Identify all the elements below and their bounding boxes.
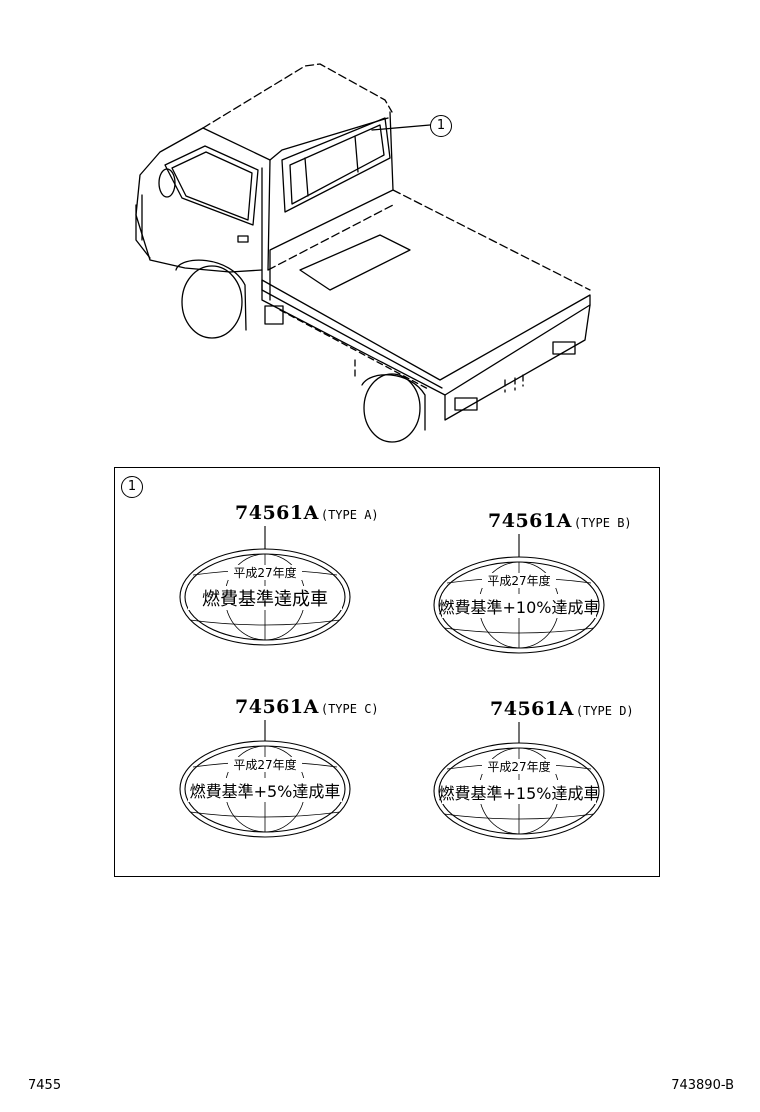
year-text-bg (482, 573, 556, 588)
part-number: 74561A (235, 502, 319, 524)
part-number: 74561A (490, 698, 574, 720)
window-frame (289, 124, 385, 205)
front-wheel (181, 265, 243, 339)
badge-text: 燃費基準+5%達成車 (190, 782, 341, 801)
year-text: 平成27年度 (487, 759, 550, 774)
badge-type-c: 平成27年度 燃費基準+5%達成車 (179, 720, 351, 838)
box-callout-number: 1 (121, 476, 143, 498)
part-label-type-c: 74561A(TYPE C) (235, 696, 379, 718)
part-label-type-d: 74561A(TYPE D) (490, 698, 634, 720)
type-label: (TYPE A) (320, 508, 379, 522)
badge-text-bg (188, 586, 342, 610)
cab-front (135, 127, 263, 273)
leader-line (371, 124, 431, 131)
badge-text-bg (188, 778, 342, 802)
mud-flap (264, 305, 284, 325)
guard-frame (269, 111, 394, 301)
front-wheel-arch (175, 259, 247, 331)
front-bumper (135, 194, 151, 259)
year-text-bg (482, 759, 556, 774)
type-label: (TYPE D) (575, 704, 634, 718)
part-number: 74561A (488, 510, 572, 532)
year-text: 平成27年度 (233, 565, 296, 580)
bed-floor (267, 189, 591, 291)
windshield (164, 145, 259, 226)
part-label-type-a: 74561A(TYPE A) (235, 502, 379, 524)
badge-text: 燃費基準+15%達成車 (439, 784, 600, 803)
footer-left-code: 7455 (28, 1078, 62, 1093)
badge-outer-ring (433, 556, 605, 654)
badge-text: 燃費基準達成車 (202, 589, 328, 610)
badge-type-d: 平成27年度 燃費基準+15%達成車 (433, 722, 605, 840)
tail-lamp-right (552, 341, 576, 355)
callout-number: 1 (430, 115, 452, 137)
badge-text-bg (442, 594, 596, 618)
chassis (279, 309, 524, 393)
badge-text-bg (442, 780, 596, 804)
truck-illustration (135, 63, 591, 443)
part-label-type-b: 74561A(TYPE B) (488, 510, 632, 532)
side-mirror (158, 168, 176, 198)
cab-roof (202, 63, 393, 129)
year-text: 平成27年度 (233, 757, 296, 772)
part-number: 74561A (235, 696, 319, 718)
cab-roof-front (202, 117, 389, 161)
badge-type-b: 平成27年度 燃費基準+10%達成車 (433, 534, 605, 654)
label-detail-box (114, 467, 660, 877)
type-label: (TYPE B) (573, 516, 632, 530)
badge-outer-ring (179, 740, 351, 838)
cab-rear-window (281, 117, 391, 213)
year-text-bg (228, 565, 302, 580)
windshield-inner (171, 151, 253, 221)
cab-side (261, 159, 271, 291)
rear-wheel-arch (361, 374, 426, 431)
bed-side-line (261, 289, 443, 389)
footer-right-code: 743890-B (671, 1078, 734, 1093)
badge-text: 燃費基準+10%達成車 (439, 598, 600, 617)
badge-outer-ring (179, 548, 351, 646)
type-label: (TYPE C) (320, 702, 379, 716)
badge-type-a: 平成27年度 燃費基準達成車 (179, 526, 351, 646)
bed-inner (299, 234, 411, 291)
tail-lamp-left (454, 397, 478, 411)
rear-wheel (363, 373, 421, 443)
year-text: 平成27年度 (487, 573, 550, 588)
door-handle (237, 235, 249, 243)
year-text-bg (228, 757, 302, 772)
badge-outer-ring (433, 742, 605, 840)
